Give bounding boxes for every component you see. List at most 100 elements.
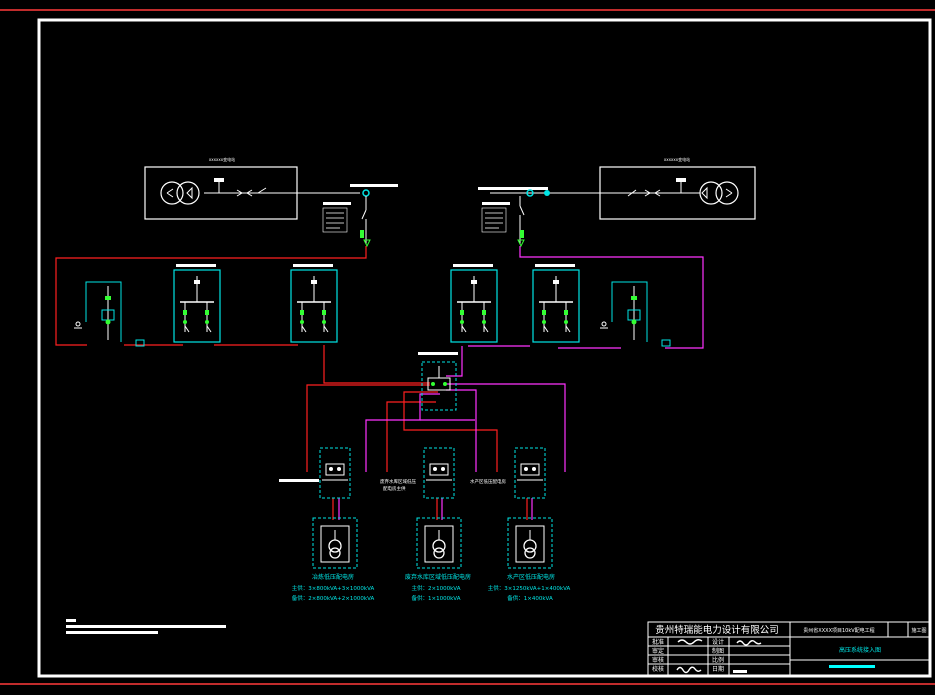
col-label-4: 日期 [712, 665, 724, 673]
pt-arrester [135, 339, 145, 347]
row-label-3: 审核 [652, 656, 664, 664]
cabinet-tag [535, 264, 575, 267]
row-label-1: 批准 [652, 638, 664, 646]
ring-main-box [421, 361, 457, 411]
substation-1-name: 冶炼低压配电房 [312, 573, 354, 581]
branch-ct-b [532, 467, 536, 471]
branch-breaker [564, 310, 568, 315]
branch-ct-a [433, 467, 437, 471]
branch-box-unit [520, 463, 540, 476]
substation-3-name: 水产区低压配电房 [507, 573, 555, 581]
branch-ct-a [524, 467, 528, 471]
branch-switch [543, 325, 549, 333]
cabinet-breaker [311, 280, 317, 284]
cabinet-breaker [194, 280, 200, 284]
branch-ct [460, 320, 464, 324]
ring-ct-a [431, 382, 435, 386]
signature-design [736, 640, 762, 646]
pt-earth [75, 321, 81, 327]
branch-box [514, 447, 546, 499]
switchgear-cabinet [450, 269, 498, 343]
signature-approve [677, 639, 703, 645]
branch-box [423, 447, 455, 499]
ring-ct-b [443, 382, 447, 386]
cabinet-breaker [553, 280, 559, 284]
substation-3-backup: 备供：1×400kVA [507, 594, 553, 602]
substation-transformer-frame [320, 525, 350, 563]
col-label-2: 制图 [712, 647, 724, 655]
pt-arrester [661, 339, 671, 347]
col-label-3: 比例 [712, 656, 724, 664]
signature-check [676, 666, 702, 674]
col-label-1: 设计 [712, 638, 724, 646]
notes-block [66, 619, 226, 634]
cabinet-breaker [471, 280, 477, 284]
switchgear-cabinet [532, 269, 580, 343]
right-source-label: xxxxxx变电站 [664, 156, 690, 162]
branch-box-unit [325, 463, 345, 476]
branch-breaker [300, 310, 304, 315]
left-tap-point [322, 184, 398, 248]
row-label-4: 校核 [652, 665, 664, 673]
branch-switch [461, 325, 467, 333]
branch-breaker [482, 310, 486, 315]
transformer-winding [524, 547, 536, 559]
substation-transformer-frame [515, 525, 545, 563]
cabinet-tag [453, 264, 493, 267]
branch-switch [483, 325, 489, 333]
project-name: 贵州省XXXX项目10kV配电工程 [803, 627, 874, 634]
switchgear-cabinet [290, 269, 338, 343]
left-source-label: xxxxxx变电站 [209, 156, 235, 162]
branch-breaker [542, 310, 546, 315]
company-name: 贵州特瑞能电力设计有限公司 [655, 624, 779, 636]
sheet-border [0, 9, 935, 685]
substation-2-backup: 备供：1×1000kVA [412, 594, 461, 602]
pt-indicator [631, 319, 637, 325]
left-source-substation: xxxxxx变电站 [144, 156, 360, 220]
branch-switch [323, 325, 329, 333]
branch-ct [205, 320, 209, 324]
branch-switch [565, 325, 571, 333]
ring-box-tag [418, 352, 458, 355]
row-label-2: 审定 [652, 647, 664, 655]
branch-ct [300, 320, 304, 324]
branch-ct [183, 320, 187, 324]
pt-cubicle-frame [85, 281, 122, 342]
cabinet-tag [293, 264, 333, 267]
branch-ct [564, 320, 568, 324]
title-block: 贵州特瑞能电力设计有限公司 贵州省XXXX项目10kV配电工程 施工图 高压系统… [647, 621, 931, 677]
stage-label: 施工图 [911, 627, 926, 634]
branch-ct-a [329, 467, 333, 471]
feeder-note-1: 废弃水库区域低压 [380, 478, 416, 485]
pt-earth [601, 321, 607, 327]
branch-ct [482, 320, 486, 324]
feeder-note-3: 水产区低压配电房 [470, 478, 506, 485]
branch-switch [301, 325, 307, 333]
substation-labels: 冶炼低压配电房 主供：3×800kVA+3×1000kVA 备供：2×800kV… [292, 573, 571, 602]
cabinet-tag [176, 264, 216, 267]
branch-breaker [183, 310, 187, 315]
branch-box-unit [429, 463, 449, 476]
pt-indicator [105, 319, 111, 325]
pt-fuse [631, 296, 637, 300]
substation-box [507, 517, 553, 569]
substation-2-main: 主供：2×1000kVA [412, 584, 461, 592]
branch-ct-b [337, 467, 341, 471]
branch-box [319, 447, 351, 499]
substation-box [312, 517, 358, 569]
branch-breaker [205, 310, 209, 315]
branch-breaker [460, 310, 464, 315]
branch-ct [542, 320, 546, 324]
substation-1-backup: 备供：2×800kVA+2×1000kVA [292, 594, 375, 602]
substation-2-name: 废弃水库区域低压配电房 [405, 573, 471, 581]
drawing-title: 高压系统接入图 [839, 646, 881, 654]
transformer-winding [329, 547, 341, 559]
equipment-layer [74, 264, 671, 569]
feeder-tag-bar [279, 479, 319, 482]
pt-cubicle-frame [611, 281, 648, 342]
drawing-title-underline [829, 665, 875, 668]
right-source-substation: xxxxxx变电站 [490, 156, 756, 220]
substation-transformer-frame [424, 525, 454, 563]
branch-switch [184, 325, 190, 333]
